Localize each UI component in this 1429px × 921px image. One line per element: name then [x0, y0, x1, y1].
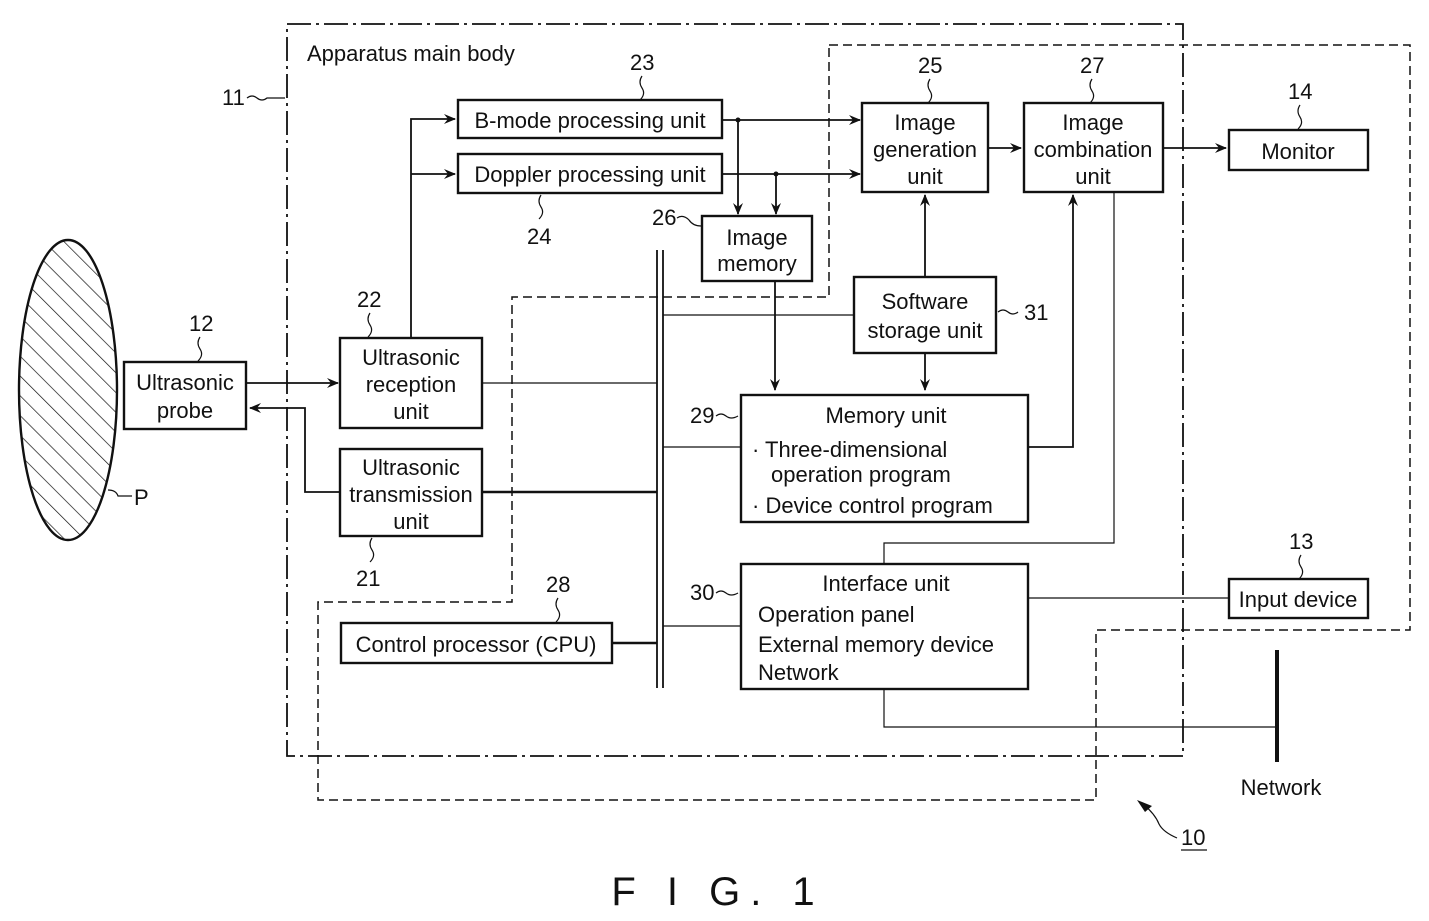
software-label-line2: storage unit: [868, 318, 983, 343]
generation-label-line2: generation: [873, 137, 977, 162]
doppler-ref-leader: [539, 195, 543, 219]
software-ref-label: 31: [1024, 300, 1048, 325]
interface-item-external-memory: External memory device: [758, 632, 994, 657]
subject-ref-label: P: [134, 485, 149, 510]
probe-label-line1: Ultrasonic: [136, 370, 234, 395]
apparatus-ref-leader: [247, 96, 285, 100]
transmission-label-line1: Ultrasonic: [362, 455, 460, 480]
doppler-label: Doppler processing unit: [474, 162, 705, 187]
memory-unit-item-2: · Device control program: [752, 493, 993, 518]
figure-caption: F I G. 1: [611, 870, 824, 914]
memory-unit-ref-label: 29: [690, 403, 714, 428]
generation-label-line3: unit: [907, 164, 942, 189]
bmode-label: B-mode processing unit: [474, 108, 705, 133]
interface-ref-leader: [716, 591, 738, 595]
probe-ref-leader: [198, 337, 202, 361]
image-memory-ref-leader: [677, 216, 701, 226]
memory-unit-item-1-cont: operation program: [771, 462, 951, 487]
reception-label-line2: reception: [366, 372, 457, 397]
input-device-ref-label: 13: [1289, 529, 1313, 554]
image-memory-label-line2: memory: [717, 251, 796, 276]
memory-unit-ref-leader: [716, 414, 738, 418]
input-device-label: Input device: [1239, 587, 1358, 612]
transmission-ref-leader: [370, 538, 374, 562]
reception-ref-label: 22: [357, 287, 381, 312]
reception-ref-leader: [368, 313, 372, 337]
interface-to-network-connection: [884, 689, 1278, 727]
reception-label-line3: unit: [393, 399, 428, 424]
cpu-ref-leader: [556, 598, 560, 622]
software-label-line1: Software: [882, 289, 969, 314]
interface-ref-label: 30: [690, 580, 714, 605]
apparatus-main-body-title: Apparatus main body: [307, 41, 515, 66]
transmission-ref-label: 21: [356, 566, 380, 591]
interface-unit-title: Interface unit: [822, 571, 949, 596]
monitor-ref-label: 14: [1288, 79, 1312, 104]
combination-label-line1: Image: [1062, 110, 1123, 135]
system-ref-label: 10: [1181, 825, 1205, 850]
cpu-label: Control processor (CPU): [356, 632, 597, 657]
input-device-ref-leader: [1299, 555, 1303, 579]
generation-label-line1: Image: [894, 110, 955, 135]
reception-to-bmode-arrow: [411, 119, 455, 338]
combination-ref-label: 27: [1080, 53, 1104, 78]
bmode-ref-leader: [640, 76, 644, 100]
subject-ellipse: [19, 240, 117, 540]
transmission-label-line3: unit: [393, 509, 428, 534]
apparatus-ref-label: 11: [222, 85, 245, 110]
software-ref-leader: [998, 310, 1018, 314]
probe-label-line2: probe: [157, 398, 213, 423]
monitor-ref-leader: [1298, 105, 1302, 129]
reception-label-line1: Ultrasonic: [362, 345, 460, 370]
memory-unit-title: Memory unit: [825, 403, 946, 428]
bmode-ref-label: 23: [630, 50, 654, 75]
doppler-ref-label: 24: [527, 224, 551, 249]
cpu-ref-label: 28: [546, 572, 570, 597]
monitor-label: Monitor: [1261, 139, 1334, 164]
transmission-to-probe-arrow: [250, 408, 340, 492]
image-memory-label-line1: Image: [726, 225, 787, 250]
combination-ref-leader: [1090, 79, 1094, 103]
interface-item-operation-panel: Operation panel: [758, 602, 915, 627]
probe-ref-label: 12: [189, 311, 213, 336]
generation-ref-leader: [928, 79, 932, 103]
image-memory-ref-label: 26: [652, 205, 676, 230]
combination-label-line3: unit: [1075, 164, 1110, 189]
subject-ref-leader: [108, 490, 132, 496]
transmission-label-line2: transmission: [349, 482, 472, 507]
network-label: Network: [1241, 775, 1323, 800]
memory-unit-item-1: · Three-dimensional: [752, 437, 947, 462]
interface-item-network: Network: [758, 660, 840, 685]
combination-label-line2: combination: [1034, 137, 1153, 162]
generation-ref-label: 25: [918, 53, 942, 78]
